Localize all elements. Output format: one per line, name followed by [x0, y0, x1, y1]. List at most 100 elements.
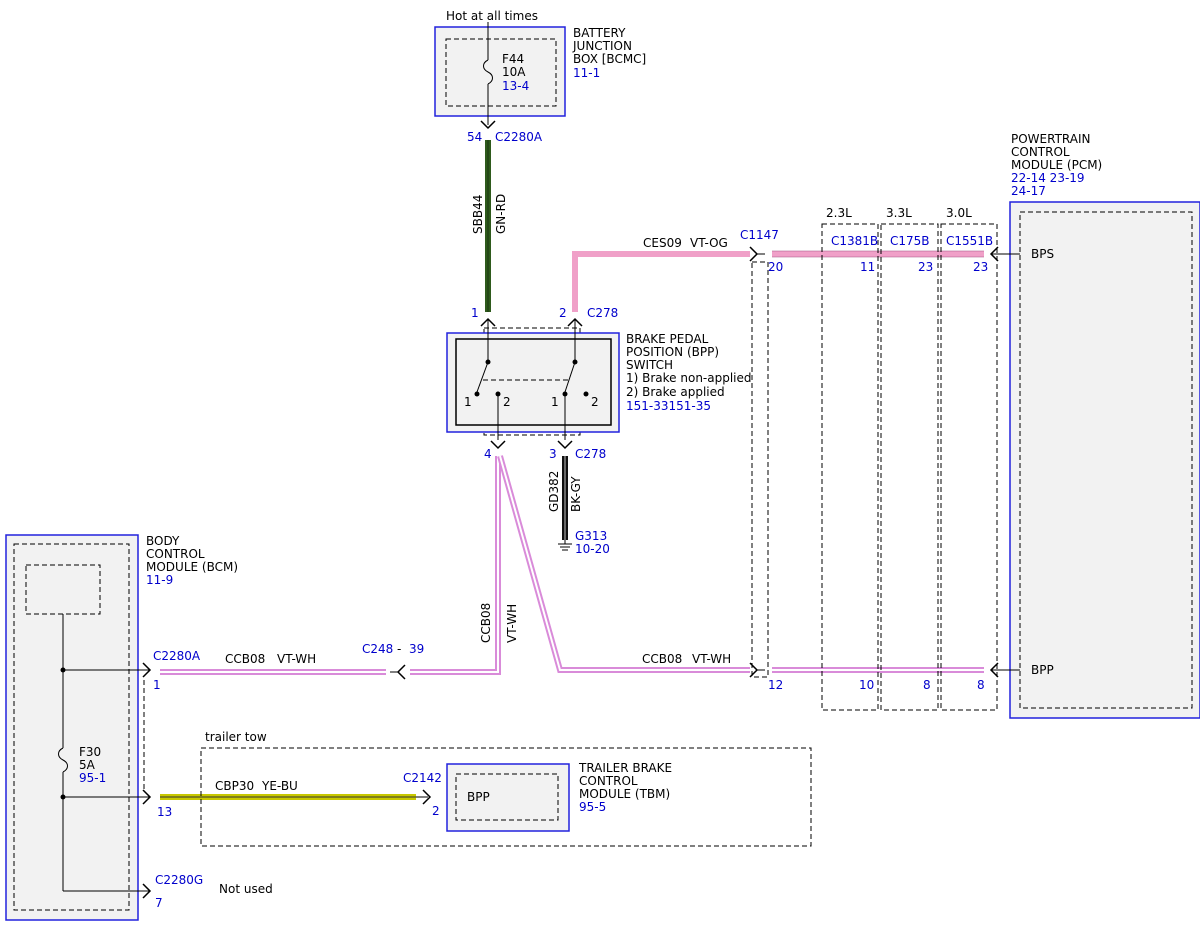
ces09-color: VT-OG	[690, 236, 728, 250]
wire-ces09[interactable]	[572, 251, 750, 312]
c278-pin-1: 1	[471, 306, 479, 320]
fuse-f30-icon	[58, 747, 68, 773]
pcm-name-2: CONTROL	[1011, 145, 1070, 159]
ground-icon	[558, 540, 572, 551]
ccb08-pcm-circuit: CCB08	[642, 652, 682, 666]
ccb08-vert-circuit: CCB08	[479, 603, 493, 643]
bpp-sw2-contact-2: 2	[591, 395, 599, 409]
ces09-circuit: CES09	[643, 236, 682, 250]
tbm-name-2: CONTROL	[579, 774, 638, 788]
c1551b-pin-bottom: 8	[977, 678, 985, 692]
fuse-f30-rating: 5A	[79, 758, 96, 772]
bcm-internal-block	[25, 564, 101, 615]
bpp-out-pin-4: 4	[484, 447, 492, 461]
bpp-state-1: 1) Brake non-applied	[626, 371, 752, 385]
c1551b-pin-top: 23	[973, 260, 988, 274]
hot-label: Hot at all times	[446, 9, 538, 23]
c248-pin: 39	[409, 642, 424, 656]
ccb08-bcm-circuit: CCB08	[225, 652, 265, 666]
bcm-name-2: CONTROL	[146, 547, 205, 561]
pcm-module[interactable]	[1009, 201, 1200, 719]
pcm-name-1: POWERTRAIN	[1011, 132, 1091, 146]
c1147-name[interactable]: C1147	[740, 228, 779, 242]
c1381b-pin-top: 11	[860, 260, 875, 274]
bpp-sw2-contact-1: 1	[551, 395, 559, 409]
c1147-dashed-link	[751, 261, 769, 678]
gd382-color: BK-GY	[569, 476, 583, 512]
c2280g-name[interactable]: C2280G	[155, 873, 203, 887]
c2280a-bcm-name[interactable]: C2280A	[153, 649, 201, 663]
bpp-name-2: POSITION (BPP)	[626, 345, 719, 359]
bjb-name-1: BATTERY	[573, 26, 626, 40]
tbm-module[interactable]	[446, 763, 570, 832]
fuse-f30-id: F30	[79, 745, 101, 759]
bpp-refs[interactable]: 151-33151-35	[626, 399, 711, 413]
variant-box-2-3l	[821, 223, 879, 711]
ground-name[interactable]: G313	[575, 529, 607, 543]
tbm-pin-bpp: BPP	[467, 790, 490, 804]
bcm-name-1: BODY	[146, 534, 180, 548]
ground-ref[interactable]: 10-20	[575, 542, 610, 556]
pcm-name-3: MODULE (PCM)	[1011, 158, 1102, 172]
bpp-state-2: 2) Brake applied	[626, 385, 725, 399]
c2280a-top-name[interactable]: C2280A	[495, 130, 543, 144]
c175b-pin-bottom: 8	[923, 678, 931, 692]
c278-bottom-pin: 3	[549, 447, 557, 461]
c2142-name[interactable]: C2142	[403, 771, 442, 785]
bcm-ref[interactable]: 11-9	[146, 573, 173, 587]
c278-bottom-name[interactable]: C278	[575, 447, 606, 461]
c2280a-top-pin: 54	[467, 130, 482, 144]
variant-box-3-3l	[880, 223, 939, 711]
gd382-circuit: GD382	[547, 471, 561, 512]
engine-3-0l: 3.0L	[946, 206, 972, 220]
bpp-switch-1-blade	[476, 361, 489, 393]
c278-pin-2: 2	[559, 306, 567, 320]
c2280a-bcm-pin: 1	[153, 678, 161, 692]
tbm-name-3: MODULE (TBM)	[579, 787, 670, 801]
c2280a-pin-13: 13	[157, 805, 172, 819]
pcm-ref-2[interactable]: 24-17	[1011, 184, 1046, 198]
c278-top-name[interactable]: C278	[587, 306, 618, 320]
wire-ccb08-pcm[interactable]	[497, 455, 750, 673]
pcm-pin-bps: BPS	[1031, 247, 1054, 261]
tbm-name-1: TRAILER BRAKE	[578, 761, 672, 775]
bjb-name-3: BOX [BCMC]	[573, 52, 646, 66]
pcm-ref-1[interactable]: 22-14 23-19	[1011, 171, 1085, 185]
ccb08-vert-color: VT-WH	[505, 604, 519, 643]
bpp-name-3: SWITCH	[626, 358, 673, 372]
c248-sep: -	[397, 642, 401, 656]
fuse-f44-icon	[483, 59, 493, 85]
c1381b-name[interactable]: C1381B	[831, 234, 878, 248]
c2280g-pin: 7	[155, 896, 163, 910]
fuse-f30-ref[interactable]: 95-1	[79, 771, 106, 785]
c175b-name[interactable]: C175B	[890, 234, 930, 248]
fuse-f44-ref[interactable]: 13-4	[502, 79, 529, 93]
cbp30-circuit: CBP30	[215, 779, 254, 793]
bpp-sw1-contact-1: 1	[464, 395, 472, 409]
cbp30-color: YE-BU	[261, 779, 298, 793]
c175b-pin-top: 23	[918, 260, 933, 274]
battery-junction-box[interactable]	[434, 26, 566, 117]
sbb44-circuit: SBB44	[471, 195, 485, 234]
ccb08-pcm-color: VT-WH	[692, 652, 731, 666]
variant-box-3-0l	[940, 223, 998, 711]
bcm-name-3: MODULE (BCM)	[146, 560, 238, 574]
bpp-switch-2-blade	[564, 361, 576, 393]
trailer-tow-group	[200, 747, 812, 847]
c1551b-name[interactable]: C1551B	[946, 234, 993, 248]
bpp-name-1: BRAKE PEDAL	[626, 332, 709, 346]
bjb-ref[interactable]: 11-1	[573, 66, 600, 80]
sbb44-color: GN-RD	[494, 194, 508, 234]
tbm-ref[interactable]: 95-5	[579, 800, 606, 814]
bjb-name-2: JUNCTION	[572, 39, 632, 53]
c1147-pin-top: 20	[768, 260, 783, 274]
not-used-label: Not used	[219, 882, 273, 896]
c248-name[interactable]: C248	[362, 642, 393, 656]
c1381b-pin-bottom: 10	[859, 678, 874, 692]
c1147-pin-bottom: 12	[768, 678, 783, 692]
engine-3-3l: 3.3L	[886, 206, 912, 220]
c2142-pin: 2	[432, 804, 440, 818]
pcm-pin-bpp: BPP	[1031, 663, 1054, 677]
engine-2-3l: 2.3L	[826, 206, 852, 220]
